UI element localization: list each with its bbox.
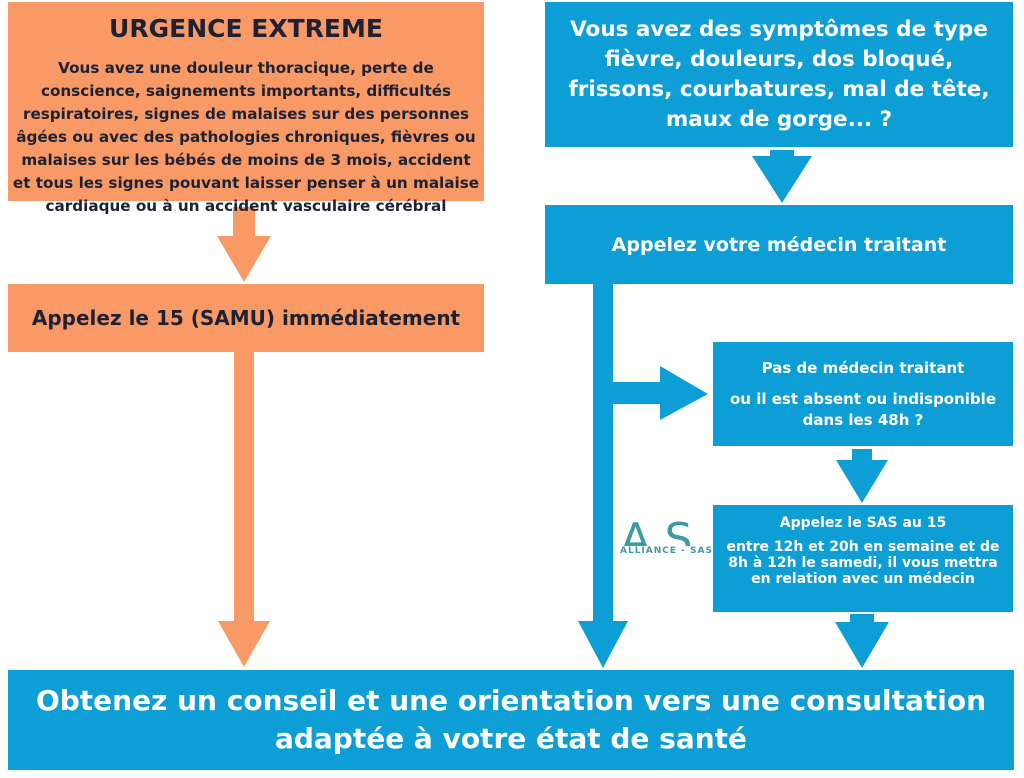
arrow-symptomes-to-medecin [752, 150, 812, 203]
arrow-sas-to-conseil [835, 614, 889, 668]
medecin-traitant-box: Appelez votre médecin traitant [545, 205, 1013, 284]
pas-medecin-box: Pas de médecin traitant ou il est absent… [713, 342, 1013, 446]
urgence-title: URGENCE EXTREME [109, 14, 383, 43]
conseil-box: Obtenez un conseil et une orientation ve… [8, 670, 1014, 770]
symptomes-box: Vous avez des symptômes de type fièvre, … [545, 2, 1013, 147]
sas-detail: entre 12h et 20h en semaine et de 8h à 1… [726, 539, 1000, 587]
sas-box: Appelez le SAS au 15 entre 12h et 20h en… [713, 505, 1013, 612]
conseil-text: Obtenez un conseil et une orientation ve… [35, 684, 987, 755]
arrow-samu-to-conseil [218, 352, 270, 667]
arrow-branch-to-pas-medecin [613, 366, 708, 420]
samu-label: Appelez le 15 (SAMU) immédiatement [31, 306, 461, 330]
logo-letters: AS [620, 514, 707, 565]
medecin-traitant-label: Appelez votre médecin traitant [611, 233, 947, 256]
samu-box: Appelez le 15 (SAMU) immédiatement [8, 284, 484, 352]
urgence-description: Vous avez une douleur thoracique, perte … [12, 59, 480, 215]
arrow-urgence-to-samu [217, 207, 271, 282]
arrow-medecin-to-conseil [578, 284, 628, 668]
arrow-pas-medecin-to-sas [836, 449, 888, 503]
alliance-sas-logo: AS ALLIANCE - SAS 54 [616, 508, 733, 590]
urgence-box: URGENCE EXTREME Vous avez une douleur th… [8, 2, 484, 215]
logo-subtitle: ALLIANCE - SAS 54 [619, 546, 733, 556]
pas-medecin-title: Pas de médecin traitant [761, 358, 965, 377]
pas-medecin-detail: ou il est absent ou indisponible dans le… [730, 389, 996, 429]
sas-title: Appelez le SAS au 15 [779, 515, 947, 531]
symptomes-question: Vous avez des symptômes de type fièvre, … [568, 16, 990, 132]
